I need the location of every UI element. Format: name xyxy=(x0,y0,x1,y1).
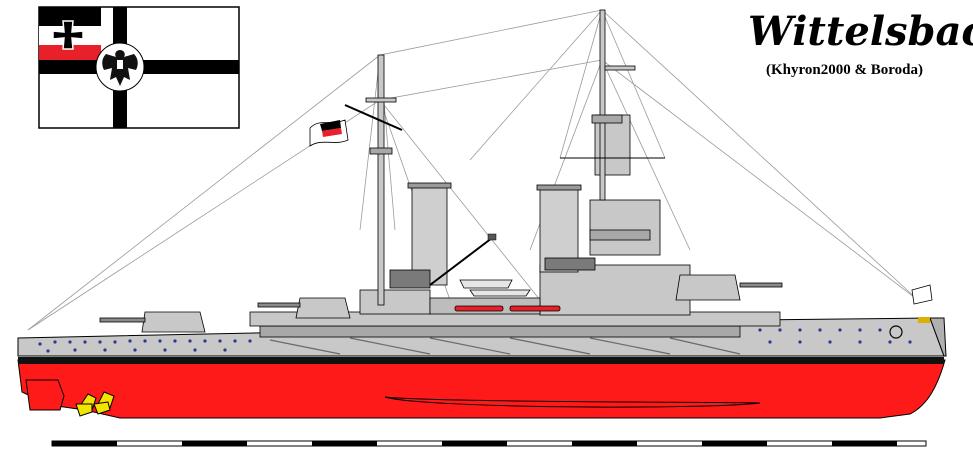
scale-bar-icon xyxy=(51,440,927,447)
mast-flag-icon xyxy=(309,119,933,305)
superstructure xyxy=(249,114,781,327)
ship-title: Wittelsbach xyxy=(748,8,973,55)
imperial-war-ensign-icon xyxy=(38,6,240,129)
propeller-icon xyxy=(75,391,115,417)
masts xyxy=(344,9,665,306)
authors-credit: (Khyron2000 & Boroda) xyxy=(766,62,923,78)
rigging xyxy=(27,9,919,331)
gun-turrets xyxy=(99,274,783,333)
